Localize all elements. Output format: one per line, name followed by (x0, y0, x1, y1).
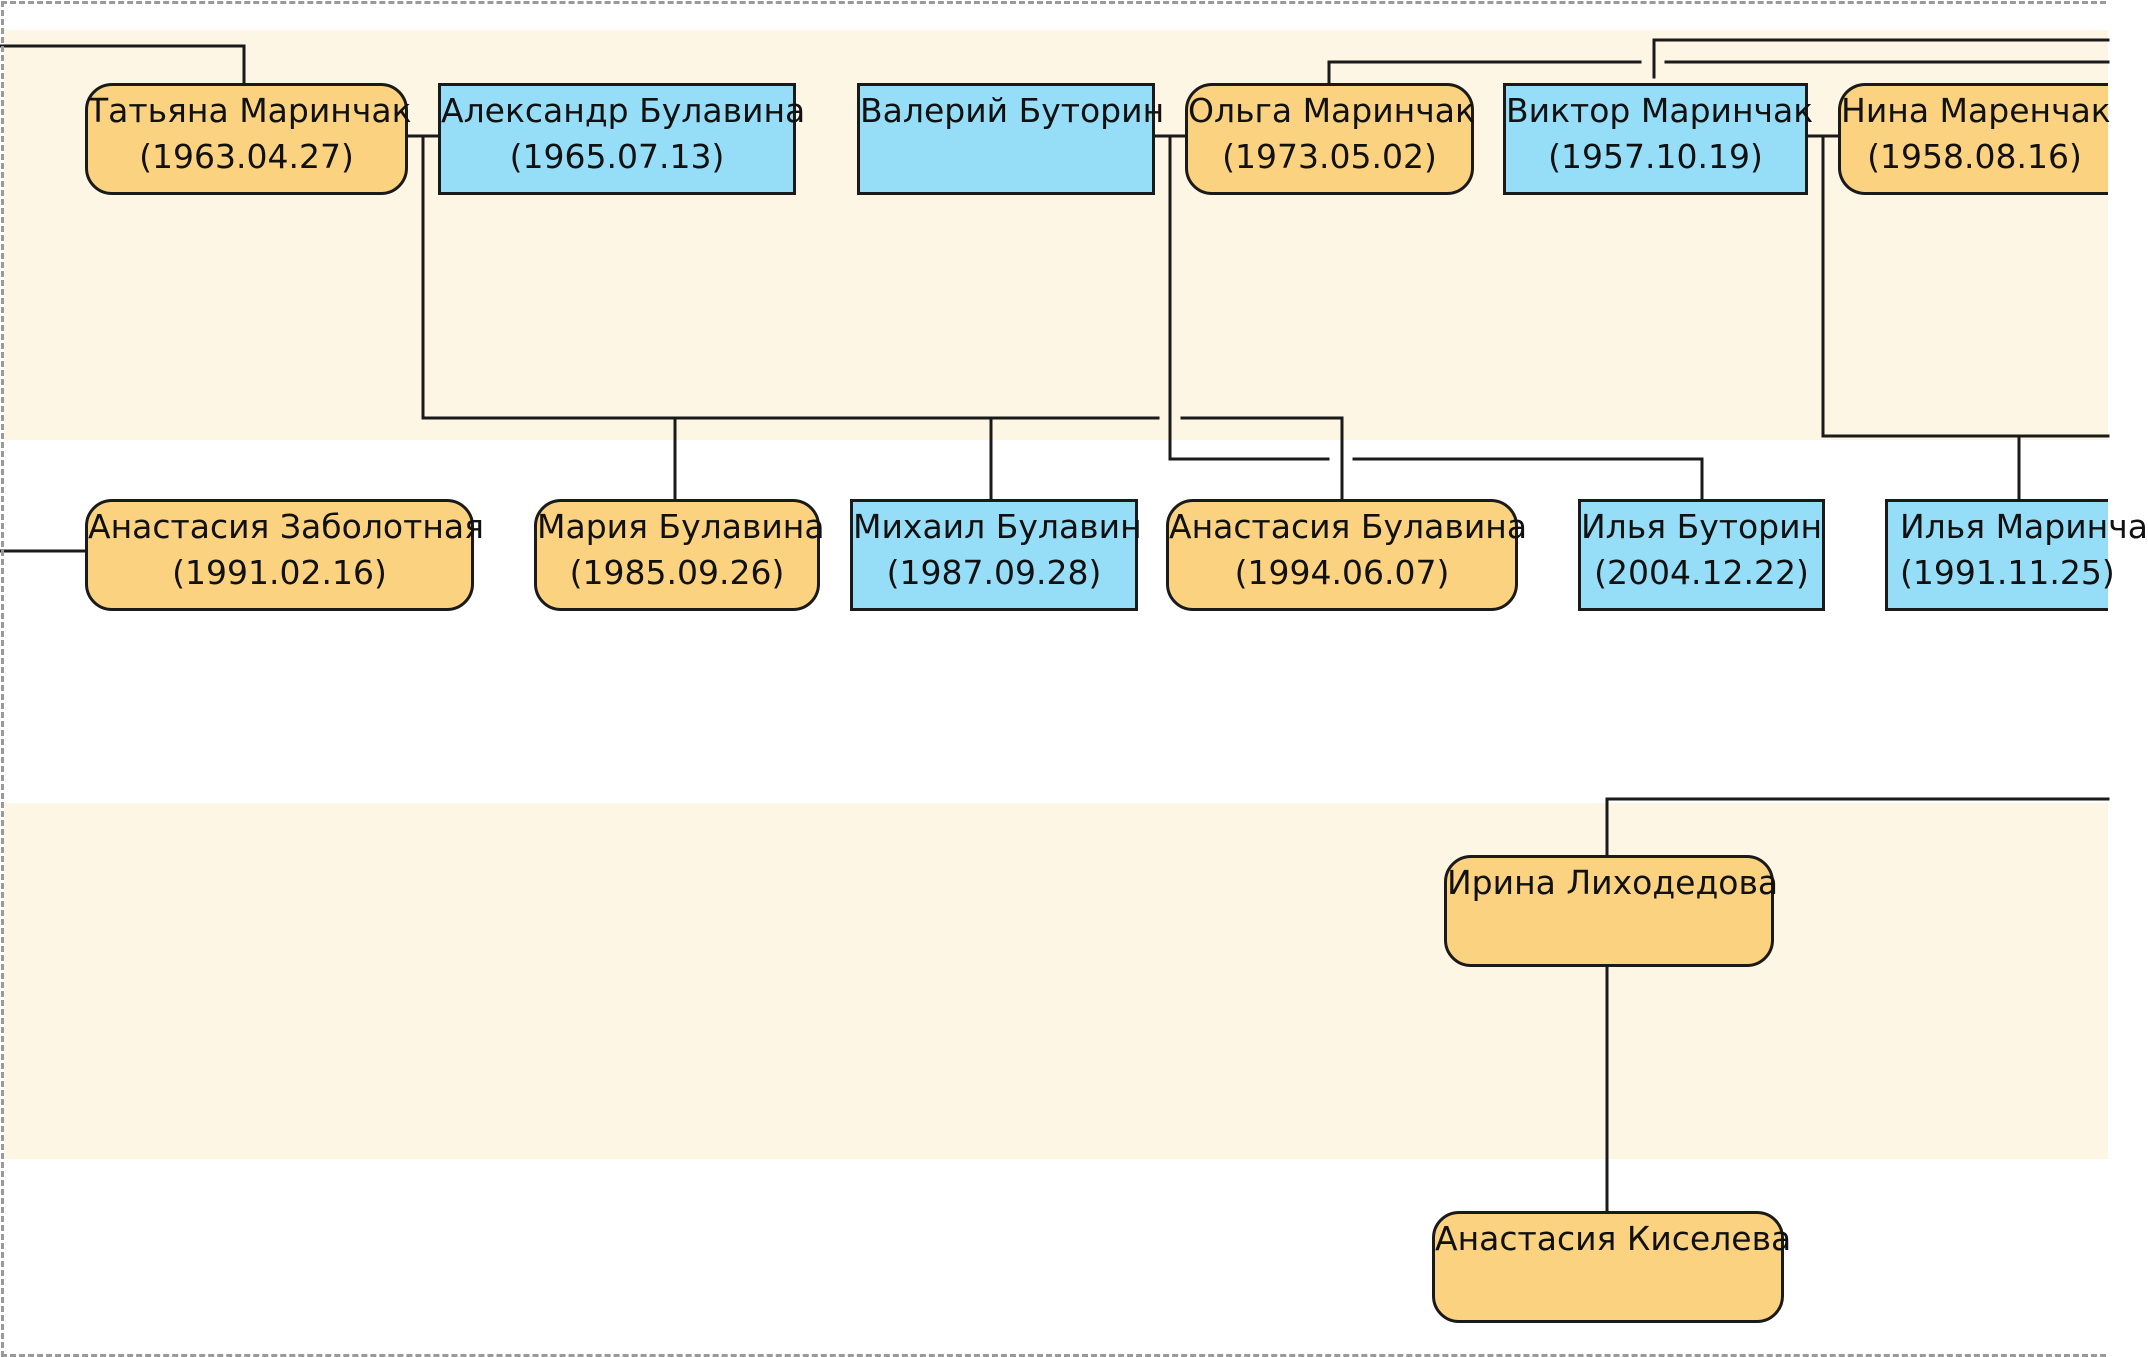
person-name: Анастасия Заболотная (88, 507, 484, 546)
person-birthdate: (1973.05.02) (1222, 137, 1437, 176)
connector-olga-parent (1327, 60, 1642, 86)
person-birthdate: (1994.06.07) (1234, 553, 1450, 592)
person-birthdate: (1958.08.16) (1867, 137, 2082, 176)
person-card[interactable]: Анастасия Киселева (1432, 1211, 1792, 1323)
person-name: Виктор Маринчак (1506, 91, 1814, 130)
person-name: Ольга Маринчак (1188, 91, 1475, 130)
person-name: Илья Маринча (1900, 507, 2148, 546)
person-birthdate: (1957.10.19) (1548, 137, 1763, 176)
person-card[interactable]: Илья Буторин (2004.12.22) (1578, 499, 1825, 611)
connector-butorin-children-drop (1168, 134, 1330, 461)
person-card[interactable]: Анастасия Заболотная (1991.02.16) (85, 499, 484, 611)
person-card[interactable]: Нина Маренчак (1958.08.16) (1838, 83, 2111, 195)
person-card[interactable]: Анастасия Булавина (1994.06.07) (1166, 499, 1528, 611)
person-name: Мария Булавина (537, 507, 825, 546)
person-name: Нина Маренчак (1841, 91, 2111, 130)
person-card[interactable]: Александр Булавина (1965.07.13) (438, 83, 806, 195)
connector-bulavin-children-drop (421, 134, 1160, 420)
person-birthdate: (1965.07.13) (509, 137, 725, 176)
person-card[interactable]: Михаил Булавин (1987.09.28) (850, 499, 1142, 611)
person-birthdate: (1963.04.27) (139, 137, 354, 176)
person-card[interactable]: Татьяна Маринчак (1963.04.27) (85, 83, 412, 195)
person-birthdate: (2004.12.22) (1594, 553, 1809, 592)
person-card[interactable]: Мария Булавина (1985.09.26) (534, 499, 825, 611)
person-birthdate: (1991.11.25) (1900, 553, 2115, 592)
connector-viktor-parent-left (1652, 38, 2110, 79)
person-name: Михаил Булавин (853, 507, 1142, 546)
person-card[interactable]: Илья Маринча (1991.11.25) (1885, 499, 2148, 611)
person-name: Татьяна Маринчак (88, 91, 412, 130)
person-name: Анастасия Киселева (1435, 1219, 1792, 1258)
person-card[interactable]: Виктор Маринчак (1957.10.19) (1503, 83, 1814, 195)
person-birthdate: (1985.09.26) (569, 553, 785, 592)
connector-tatyana-parent (0, 44, 246, 86)
connector-bulavin-children-rail (1180, 416, 1344, 502)
person-birthdate: (1987.09.28) (886, 553, 1102, 592)
connector-irina-parent (1605, 797, 2110, 858)
person-name: Валерий Буторин (860, 91, 1165, 130)
person-card[interactable]: Ирина Лиходедова (1444, 855, 1779, 967)
person-card[interactable]: Ольга Маринчак (1973.05.02) (1185, 83, 1475, 195)
person-name: Илья Буторин (1581, 507, 1823, 546)
person-card[interactable]: Валерий Буторин (857, 83, 1165, 195)
person-birthdate: (1991.02.16) (172, 553, 387, 592)
person-name: Анастасия Булавина (1169, 507, 1528, 546)
connector-butorin-children-rail (1352, 457, 1704, 502)
person-name: Александр Булавина (441, 91, 806, 130)
person-name: Ирина Лиходедова (1447, 863, 1779, 902)
connector-marinchak-children-drop (1821, 134, 2110, 438)
